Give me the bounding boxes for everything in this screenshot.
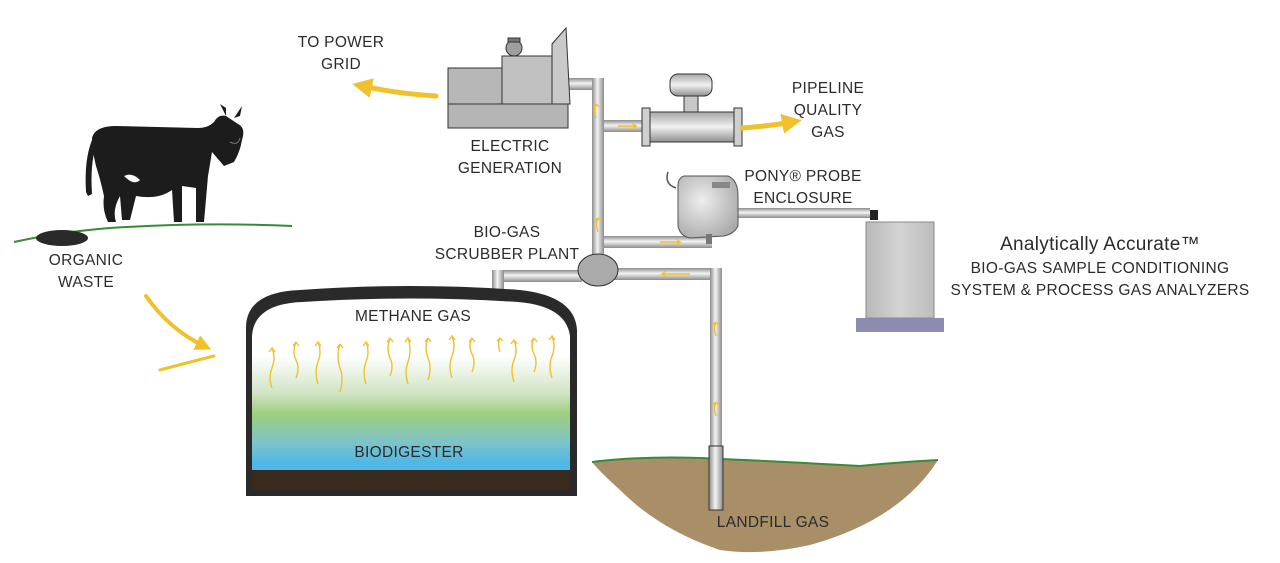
analyzer-subtitle: BIO-GAS SAMPLE CONDITIONING SYSTEM & PRO… <box>940 258 1260 302</box>
methane-bubbles <box>268 103 720 417</box>
scrubber-unit <box>577 253 619 287</box>
label-electric-generation: ELECTRIC GENERATION <box>440 136 580 180</box>
analyzer-subtitle-line2: SYSTEM & PROCESS GAS ANALYZERS <box>950 282 1250 299</box>
label-organic-line2: WASTE <box>57 274 115 291</box>
label-power-grid-line1: TO POWER <box>297 34 385 51</box>
label-organic-line1: ORGANIC <box>48 252 124 269</box>
label-scrubber-plant: BIO-GAS SCRUBBER PLANT <box>424 222 590 266</box>
label-pipeline-line3: GAS <box>811 124 845 141</box>
pony-probe-enclosure <box>666 171 739 244</box>
generator-unit <box>447 26 571 129</box>
label-pony-line1: PONY® PROBE <box>744 168 862 185</box>
label-landfill-gas: LANDFILL GAS <box>716 514 830 531</box>
label-power-grid-line2: GRID <box>321 56 361 73</box>
arrow-waste-to-digester <box>144 294 212 350</box>
cow-illustration <box>85 104 244 222</box>
organic-waste-pile <box>36 230 88 246</box>
label-methane-gas: METHANE GAS <box>354 308 472 325</box>
biodigester-tank <box>246 286 577 496</box>
label-electric-line2: GENERATION <box>457 160 563 177</box>
label-electric-line1: ELECTRIC <box>470 138 550 155</box>
label-pony-line2: ENCLOSURE <box>753 190 853 207</box>
analyzer-title: Analytically Accurate™ <box>1000 234 1200 255</box>
label-pipeline-gas: PIPELINE QUALITY GAS <box>776 78 880 144</box>
flow-meter <box>641 73 743 147</box>
analyzer-subtitle-line1: BIO-GAS SAMPLE CONDITIONING <box>970 260 1230 277</box>
landfill-pit <box>591 445 939 553</box>
arrow-to-pipeline <box>739 113 802 134</box>
analyzer-cabinet <box>856 210 944 332</box>
label-pony-probe: PONY® PROBE ENCLOSURE <box>728 166 878 210</box>
label-scrubber-line1: BIO-GAS <box>473 224 541 241</box>
label-organic-waste: ORGANIC WASTE <box>36 250 136 294</box>
arrow-to-grid <box>352 78 439 99</box>
label-pipeline-line1: PIPELINE <box>791 80 865 97</box>
label-scrubber-line2: SCRUBBER PLANT <box>434 246 580 263</box>
label-power-grid: TO POWER GRID <box>290 32 392 76</box>
label-pipeline-line2: QUALITY <box>793 102 863 119</box>
label-biodigester: BIODIGESTER <box>354 444 464 461</box>
flow-arrows <box>144 78 802 372</box>
